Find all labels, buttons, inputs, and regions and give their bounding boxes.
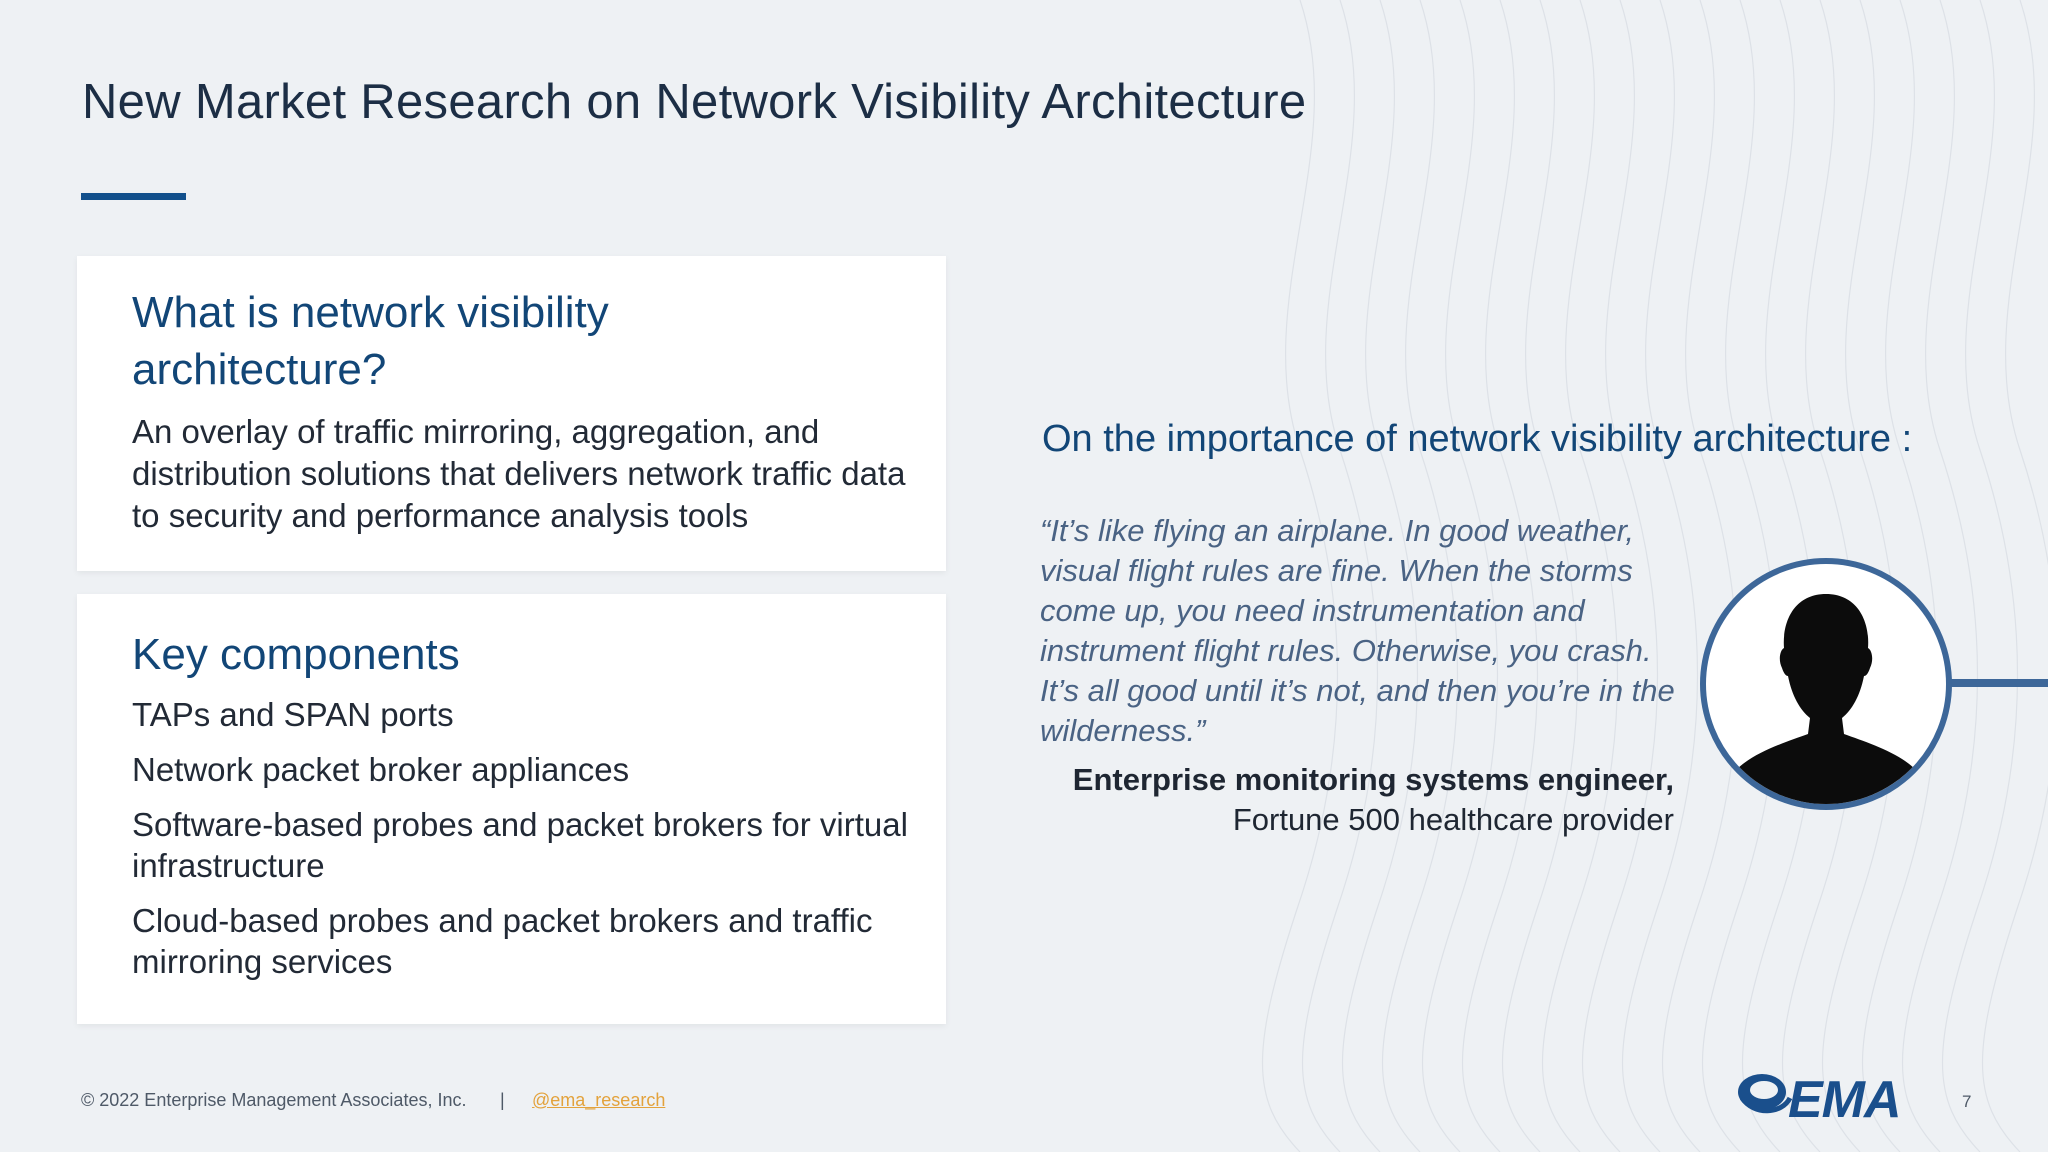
- slide-title: New Market Research on Network Visibilit…: [82, 75, 1307, 129]
- quote-section-heading: On the importance of network visibility …: [1042, 418, 1913, 460]
- title-underline-rule: [81, 193, 186, 200]
- page-number: 7: [1962, 1092, 1972, 1111]
- list-item: Network packet broker appliances: [132, 751, 630, 788]
- definition-card: What is network visibility architecture?…: [77, 256, 946, 571]
- components-list: TAPs and SPAN ports Network packet broke…: [132, 694, 922, 996]
- footer-separator: |: [500, 1090, 505, 1110]
- list-item: TAPs and SPAN ports: [132, 696, 454, 733]
- key-components-card: Key components TAPs and SPAN ports Netwo…: [77, 594, 946, 1024]
- key-components-heading: Key components: [132, 630, 460, 679]
- testimonial-quote: “It’s like flying an airplane. In good w…: [1040, 513, 1675, 748]
- person-silhouette-icon: [1726, 594, 1926, 804]
- list-item: Software-based probes and packet brokers…: [132, 806, 908, 884]
- quote-attribution-role: Enterprise monitoring systems engineer,: [1072, 762, 1674, 797]
- footer-copyright: © 2022 Enterprise Management Associates,…: [81, 1090, 467, 1110]
- definition-heading: What is network visibility architecture?: [132, 288, 609, 394]
- avatar-connector-line: [1950, 679, 2048, 687]
- quote-attribution-org: Fortune 500 healthcare provider: [1232, 802, 1674, 837]
- ema-logo-icon: [1738, 1074, 1793, 1114]
- avatar: [1700, 558, 1952, 810]
- ema-logo-text: EMA: [1788, 1071, 1902, 1129]
- definition-body: An overlay of traffic mirroring, aggrega…: [132, 413, 906, 534]
- social-handle-link[interactable]: @ema_research: [532, 1090, 666, 1110]
- list-item: Cloud-based probes and packet brokers an…: [132, 902, 873, 980]
